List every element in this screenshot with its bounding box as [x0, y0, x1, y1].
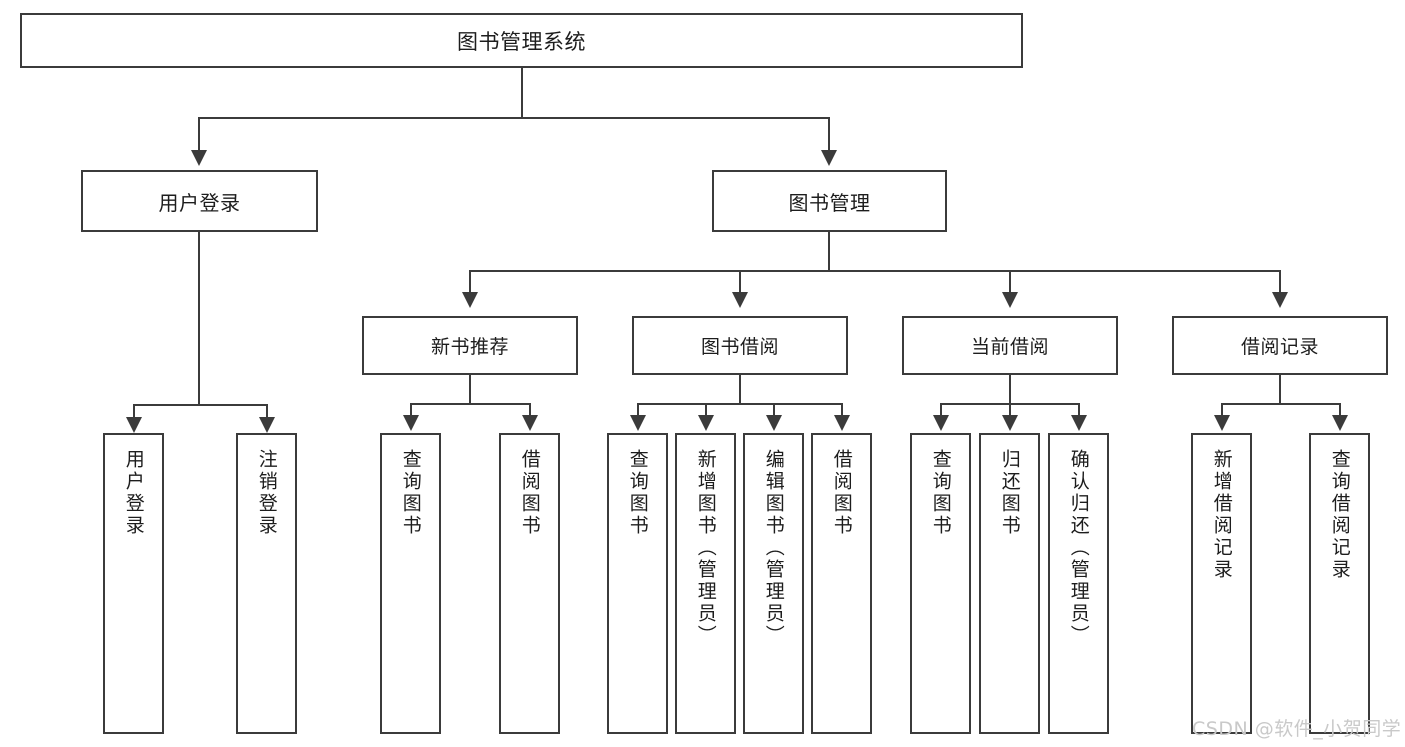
connector-cb-drop-3: [1078, 403, 1080, 420]
connector-bb-drop-2: [705, 403, 707, 420]
arrow-cb-to-leaf-1: [933, 415, 949, 431]
arrow-bb-to-leaf-3: [766, 415, 782, 431]
leaf-book-borrow-borrow[interactable]: 借阅图书: [811, 433, 872, 734]
connector-bb-drop-3: [773, 403, 775, 420]
arrow-bb-to-leaf-1: [630, 415, 646, 431]
node-label: 图书管理: [788, 190, 871, 215]
leaf-borrow-record-add[interactable]: 新增借阅记录: [1191, 433, 1252, 734]
arrow-bm-to-new-book-recommend: [462, 292, 478, 308]
connector-bm-drop-1: [469, 270, 471, 299]
connector-bb-drop-4: [841, 403, 843, 420]
arrow-bm-to-borrow-record: [1272, 292, 1288, 308]
connector-book-management-bus: [469, 270, 1281, 272]
leaf-label: 查询图书: [929, 449, 952, 537]
leaf-book-borrow-query[interactable]: 查询图书: [607, 433, 668, 734]
connector-br-drop-1: [1221, 403, 1223, 420]
leaf-current-borrow-confirm-return[interactable]: 确认归还（管理员）: [1048, 433, 1109, 734]
connector-nbr-drop-1: [410, 403, 412, 420]
arrow-bb-to-leaf-2: [698, 415, 714, 431]
node-label: 图书借阅: [700, 336, 779, 358]
arrow-bm-to-book-borrow: [732, 292, 748, 308]
leaf-label: 借阅图书: [830, 449, 853, 537]
connector-bb-drop-1: [637, 403, 639, 420]
connector-root-drop-2: [828, 117, 830, 153]
leaf-label: 查询借阅记录: [1328, 449, 1351, 581]
arrow-cb-to-leaf-3: [1071, 415, 1087, 431]
arrow-bb-to-leaf-4: [834, 415, 850, 431]
leaf-new-book-borrow[interactable]: 借阅图书: [499, 433, 560, 734]
connector-cb-drop-2: [1009, 403, 1011, 420]
node-borrow-record[interactable]: 借阅记录: [1172, 316, 1388, 375]
arrow-root-to-user-login: [191, 150, 207, 166]
leaf-label: 归还图书: [998, 449, 1021, 537]
node-current-borrow[interactable]: 当前借阅: [902, 316, 1118, 375]
leaf-label: 查询图书: [399, 449, 422, 537]
leaf-label: 新增借阅记录: [1210, 449, 1233, 581]
connector-br-stem: [1279, 375, 1281, 404]
node-label: 当前借阅: [970, 336, 1049, 358]
connector-nbr-stem: [469, 375, 471, 404]
connector-bb-bus: [637, 403, 843, 405]
arrow-nbr-to-leaf-2: [522, 415, 538, 431]
leaf-label: 借阅图书: [518, 449, 541, 537]
arrow-root-to-book-management: [821, 150, 837, 166]
connector-bb-stem: [739, 375, 741, 404]
connector-root-drop-1: [198, 117, 200, 153]
arrow-br-to-leaf-2: [1332, 415, 1348, 431]
leaf-user-login-logout[interactable]: 注销登录: [236, 433, 297, 734]
leaf-label: 确认归还（管理员）: [1067, 449, 1090, 647]
connector-nbr-bus: [410, 403, 531, 405]
connector-nbr-drop-2: [529, 403, 531, 420]
leaf-label: 注销登录: [255, 449, 278, 537]
leaf-current-borrow-return[interactable]: 归还图书: [979, 433, 1040, 734]
node-root-book-management-system[interactable]: 图书管理系统: [20, 13, 1023, 68]
connector-br-drop-2: [1339, 403, 1341, 420]
leaf-book-borrow-add[interactable]: 新增图书（管理员）: [675, 433, 736, 734]
leaf-label: 查询图书: [626, 449, 649, 537]
connector-book-management-stem: [828, 232, 830, 272]
connector-user-login-drop-1: [133, 404, 135, 423]
connector-user-login-drop-2: [266, 404, 268, 423]
connector-bm-drop-4: [1279, 270, 1281, 299]
node-new-book-recommend[interactable]: 新书推荐: [362, 316, 578, 375]
leaf-book-borrow-edit[interactable]: 编辑图书（管理员）: [743, 433, 804, 734]
leaf-label: 新增图书（管理员）: [694, 449, 717, 647]
arrow-user-login-to-leaf-1: [126, 417, 142, 433]
connector-cb-drop-1: [940, 403, 942, 420]
leaf-label: 用户登录: [122, 449, 145, 537]
node-book-management[interactable]: 图书管理: [712, 170, 947, 232]
leaf-current-borrow-query[interactable]: 查询图书: [910, 433, 971, 734]
connector-root-bus: [198, 117, 830, 119]
connector-root-stem: [521, 68, 523, 118]
node-label: 图书管理系统: [457, 29, 586, 54]
leaf-new-book-query[interactable]: 查询图书: [380, 433, 441, 734]
arrow-bm-to-current-borrow: [1002, 292, 1018, 308]
leaf-borrow-record-query[interactable]: 查询借阅记录: [1309, 433, 1370, 734]
arrow-br-to-leaf-1: [1214, 415, 1230, 431]
connector-cb-stem: [1009, 375, 1011, 404]
node-book-borrow[interactable]: 图书借阅: [632, 316, 848, 375]
leaf-label: 编辑图书（管理员）: [762, 449, 785, 647]
arrow-user-login-to-leaf-2: [259, 417, 275, 433]
node-user-login[interactable]: 用户登录: [81, 170, 318, 232]
arrow-cb-to-leaf-2: [1002, 415, 1018, 431]
node-label: 新书推荐: [430, 336, 509, 358]
arrow-nbr-to-leaf-1: [403, 415, 419, 431]
connector-bm-drop-3: [1009, 270, 1011, 299]
node-label: 借阅记录: [1240, 336, 1319, 358]
leaf-user-login-login[interactable]: 用户登录: [103, 433, 164, 734]
connector-user-login-stem: [198, 232, 200, 406]
connector-bm-drop-2: [739, 270, 741, 299]
connector-user-login-bus: [133, 404, 267, 406]
node-label: 用户登录: [158, 190, 241, 215]
connector-br-bus: [1221, 403, 1341, 405]
